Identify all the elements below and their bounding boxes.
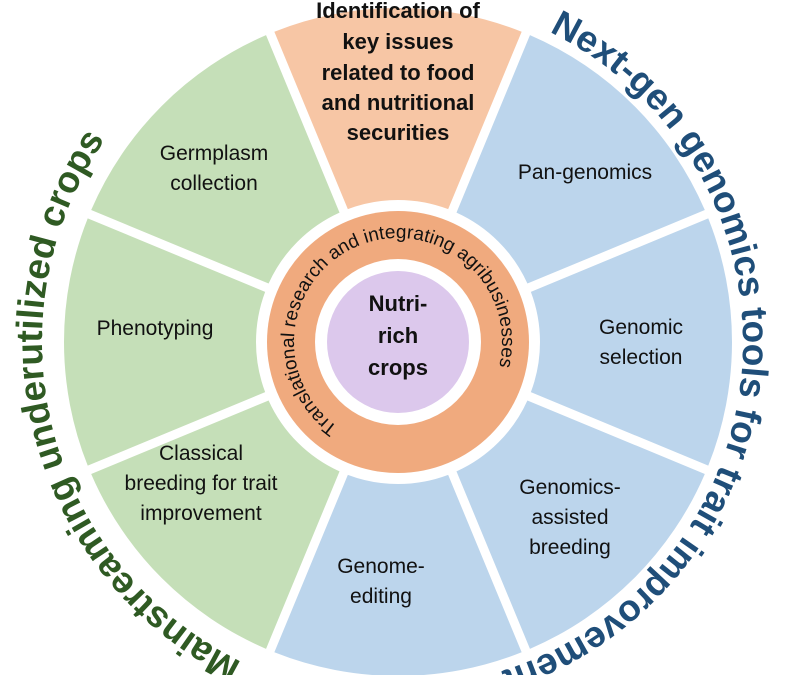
center-label-line-2: rich	[378, 323, 418, 348]
top-wedge-line-1: Identification of	[316, 0, 480, 23]
wedge-pan-genomics	[456, 35, 705, 284]
top-wedge-line-4: and nutritional	[322, 90, 475, 115]
center-label-line-3: crops	[368, 355, 428, 380]
top-wedge-line-3: related to food	[322, 60, 475, 85]
phenotyping-line-1: Phenotyping	[97, 317, 214, 340]
genomic-selection-line-2: selection	[600, 346, 683, 369]
center-label-line-1: Nutri-	[369, 291, 428, 316]
genomics-assisted-line-1: Genomics-	[519, 476, 621, 499]
top-wedge-line-2: key issues	[342, 29, 453, 54]
wedge-group	[63, 7, 732, 675]
classical-line-3: improvement	[140, 502, 262, 525]
wedge-genomic-selection	[530, 218, 732, 466]
genomic-selection-line-1: Genomic	[599, 316, 683, 339]
center-circle	[327, 271, 469, 413]
germplasm-line-1: Germplasm	[160, 142, 269, 165]
wedge-genomics-assisted-breeding	[456, 400, 705, 649]
classical-line-2: breeding for trait	[125, 472, 278, 495]
germplasm-line-2: collection	[170, 172, 258, 195]
genome-editing-line-2: editing	[350, 585, 412, 608]
wedge-genome-editing	[274, 474, 522, 675]
genomics-assisted-line-2: assisted	[531, 506, 608, 529]
pan-genomics-line-1: Pan-genomics	[518, 161, 652, 184]
genomics-assisted-line-3: breeding	[529, 536, 611, 559]
wedge-classical-breeding	[91, 400, 340, 649]
wedge-germplasm-collection	[91, 35, 340, 284]
genome-editing-line-1: Genome-	[337, 555, 425, 578]
wedge-phenotyping	[63, 218, 266, 466]
wedge-food-security	[274, 7, 522, 210]
classical-line-1: Classical	[159, 442, 243, 465]
top-wedge-line-5: securities	[347, 120, 450, 145]
